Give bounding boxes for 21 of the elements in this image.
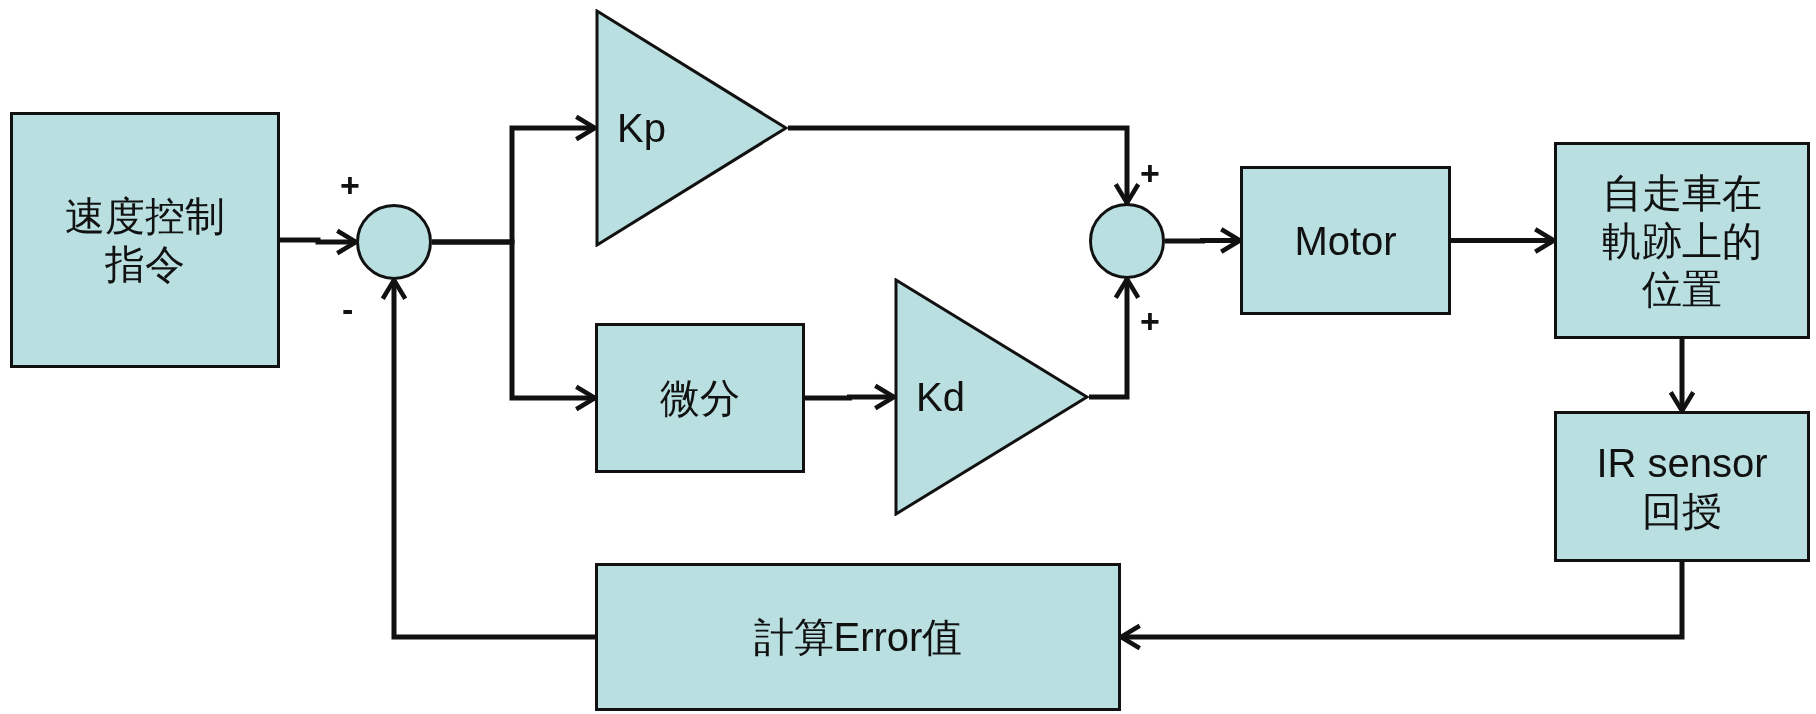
- gain-label: Kd: [916, 374, 965, 421]
- block-label: 計算Error值: [753, 614, 963, 661]
- block-label: Motor: [1294, 217, 1397, 265]
- sign-label: +: [1140, 156, 1160, 190]
- process-box: [595, 323, 805, 473]
- process-box: [1554, 411, 1810, 562]
- sign-label: -: [342, 292, 354, 326]
- block-label: 微分: [660, 375, 740, 422]
- arrow: [805, 383, 897, 411]
- block-label: IR sensor 回授: [1595, 439, 1769, 535]
- process-box: [595, 563, 1121, 711]
- block-label: 自走車在軌跡上的位置: [1601, 169, 1763, 313]
- block-label: 速度控制指令: [64, 193, 226, 288]
- gain-label: Kp: [617, 105, 666, 152]
- process-box: [1240, 166, 1451, 315]
- gain-triangle: [894, 278, 1089, 516]
- sign-label: +: [1140, 304, 1160, 338]
- process-box: [10, 112, 280, 368]
- gain-triangle: [595, 9, 788, 247]
- sign-label: +: [340, 168, 360, 202]
- process-box: [1554, 142, 1810, 339]
